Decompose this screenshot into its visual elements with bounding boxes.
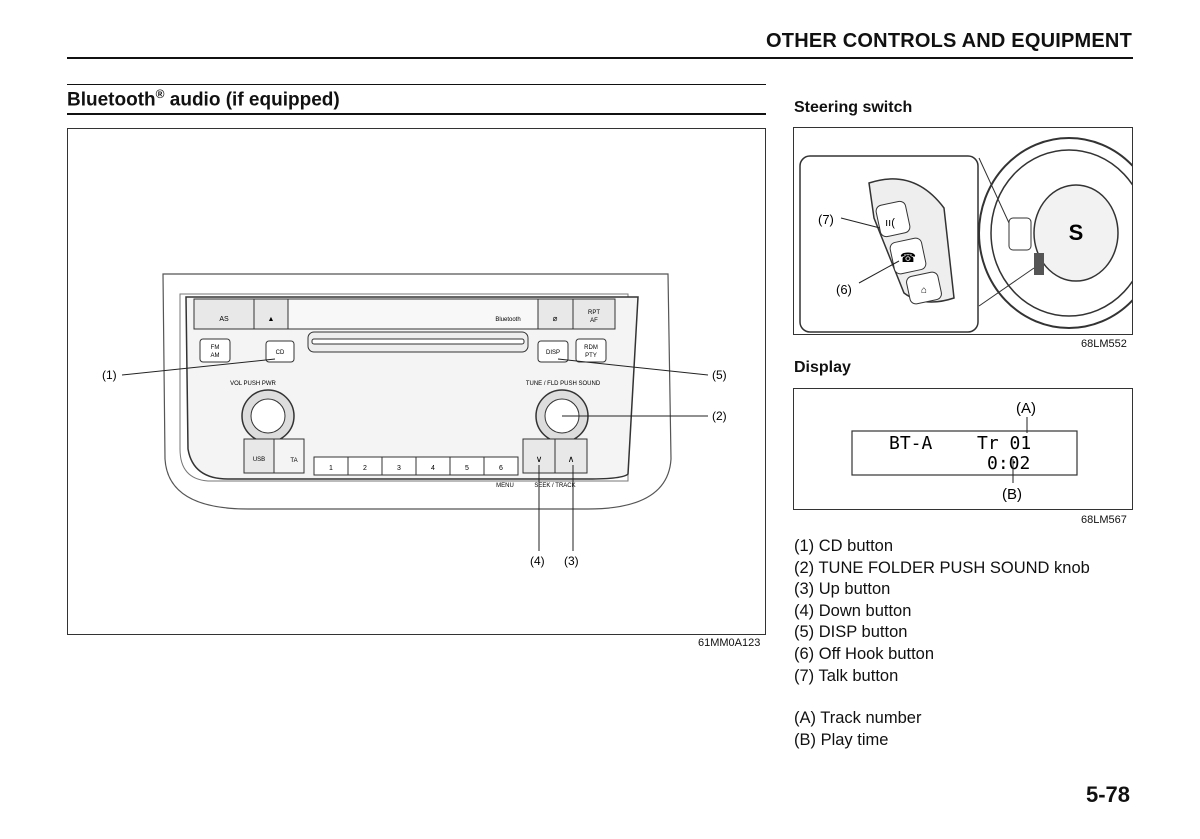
usb-button: USB: [253, 457, 265, 463]
figure-code-steering: 68LM552: [1081, 338, 1127, 350]
talk-icon: ıı(: [885, 217, 895, 229]
display-title: Display: [794, 359, 851, 376]
legend-item: (5) DISP button: [794, 623, 908, 642]
callout-7: (7): [818, 212, 834, 227]
figure-code-display: 68LM567: [1081, 514, 1127, 526]
am-button: AM: [211, 353, 220, 359]
ta-button: TA: [290, 458, 297, 464]
display-figure: BT-A Tr 01 0:02 (A) (B): [793, 388, 1133, 510]
svg-text:3: 3: [397, 465, 401, 472]
section-bottom-rule: [67, 113, 766, 115]
legend-item: (2) TUNE FOLDER PUSH SOUND knob: [794, 558, 1090, 577]
rdm-button: RDM: [584, 345, 598, 351]
seek-track-label: SEEK / TRACK: [534, 483, 575, 489]
callout-5: (5): [712, 368, 727, 382]
display-drawing: BT-A Tr 01 0:02 (A) (B): [851, 400, 1078, 503]
bluetooth-logo: Bluetooth: [495, 317, 520, 323]
callout-3: (3): [564, 554, 579, 568]
display-time: 0:02: [987, 453, 1030, 474]
section-title: Bluetooth® audio (if equipped): [67, 87, 340, 111]
audio-unit-drawing: AS ▲ Bluetooth ⌀ RPT AF FM AM CD DISP RD…: [102, 273, 727, 568]
callout-2: (2): [712, 409, 727, 423]
callout-b: (B): [1002, 486, 1022, 503]
as-button: AS: [219, 316, 229, 323]
svg-text:5: 5: [465, 465, 469, 472]
legend-item: (1) CD button: [794, 537, 894, 555]
fm-button: FM: [211, 345, 220, 351]
off-hook-icon: ☎: [900, 250, 916, 265]
legend-item: (3) Up button: [794, 580, 891, 599]
vol-knob-label: VOL PUSH PWR: [230, 381, 276, 387]
menu-label: MENU: [496, 483, 514, 489]
figure-code-main: 61MM0A123: [698, 637, 761, 649]
legend-item: (A) Track number: [794, 709, 922, 727]
cd-button-shape: [265, 340, 295, 363]
disp-button: DISP: [546, 350, 560, 356]
pty-button: PTY: [585, 353, 597, 359]
tune-knob-label: TUNE / FLD PUSH SOUND: [526, 381, 601, 387]
svg-text:6: 6: [499, 465, 503, 472]
up-button: ∧: [568, 454, 575, 464]
legend-item: (6) Off Hook button: [794, 644, 935, 663]
running-header: OTHER CONTROLS AND EQUIPMENT: [766, 30, 1132, 52]
steering-switch-title: Steering switch: [794, 99, 913, 116]
on-hook-icon: ⌂: [921, 285, 927, 296]
section-top-rule: [67, 84, 766, 85]
display-mode: BT-A: [889, 433, 933, 454]
svg-text:1: 1: [329, 465, 333, 472]
eject-button: ▲: [268, 316, 275, 323]
steering-switch-figure: S ıı( ☎ ⌂ (7) (6): [793, 127, 1160, 335]
preset-buttons: 1 2 3 4 5 6: [313, 456, 519, 476]
steering-switch-drawing: S ıı( ☎ ⌂ (7) (6): [799, 137, 1160, 333]
legend-display-list: (A) Track number (B) Play time: [794, 708, 921, 751]
af-button: AF: [590, 318, 598, 324]
legend-item: (4) Down button: [794, 601, 912, 620]
svg-text:2: 2: [363, 465, 367, 472]
page-number: 5-78: [1085, 782, 1130, 807]
display-track: Tr 01: [977, 433, 1031, 454]
legend-list: (1) CD button (2) TUNE FOLDER PUSH SOUND…: [794, 536, 1090, 687]
callout-a: (A): [1016, 400, 1036, 417]
legend-item: (7) Talk button: [794, 666, 899, 685]
audio-unit-figure: AS ▲ Bluetooth ⌀ RPT AF FM AM CD DISP RD…: [67, 128, 766, 635]
callout-4: (4): [530, 554, 545, 568]
svg-text:4: 4: [431, 465, 435, 472]
callout-1: (1): [102, 368, 117, 382]
header-rule: [67, 57, 1133, 59]
callout-6: (6): [836, 282, 852, 297]
cd-button: CD: [276, 350, 285, 356]
legend-item: (B) Play time: [794, 730, 889, 749]
rpt-button: RPT: [588, 310, 600, 316]
mute-button: ⌀: [553, 314, 558, 323]
down-button: ∨: [536, 454, 543, 464]
suzuki-logo: S: [1069, 220, 1084, 245]
